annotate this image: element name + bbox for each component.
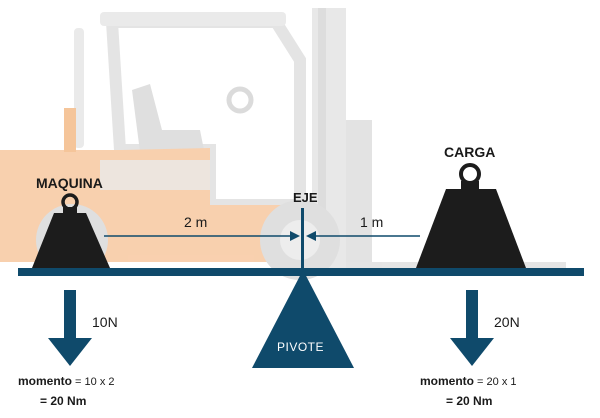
- moment-right-formula: momento = 20 x 1: [420, 374, 517, 388]
- force-right-label: 20N: [494, 314, 520, 330]
- machine-weight-neck: [63, 207, 77, 213]
- forklift-roof: [100, 12, 286, 26]
- force-left-label: 10N: [92, 314, 118, 330]
- forklift-front-hub: [280, 220, 320, 260]
- axis-line: [301, 208, 304, 270]
- moment-left-expression: = 10 x 2: [72, 376, 115, 388]
- lever-beam: [18, 268, 584, 276]
- distance-left-label: 2 m: [184, 214, 208, 230]
- force-arrow-left-head: [48, 338, 92, 366]
- moment-right-expression: = 20 x 1: [474, 376, 517, 388]
- load-weight: [416, 163, 526, 268]
- machine-weight: [32, 193, 110, 268]
- distance-right-label: 1 m: [360, 214, 384, 230]
- forklift-exhaust: [74, 28, 84, 148]
- machine-label: MAQUINA: [36, 175, 103, 191]
- moment-left-result: = 20 Nm: [40, 394, 87, 408]
- axis-label: EJE: [293, 190, 318, 205]
- load-weight-body: [416, 189, 526, 268]
- moment-left-formula: momento = 10 x 2: [18, 374, 115, 388]
- forklift-rear-pillar: [64, 108, 76, 152]
- distance-arrowhead-right: [306, 231, 316, 241]
- load-label: CARGA: [444, 144, 496, 160]
- moment-right-word: momento: [420, 374, 474, 388]
- force-arrow-right-head: [450, 338, 494, 366]
- force-arrow-left-shaft: [64, 290, 76, 338]
- forklift-engine-cover: [100, 160, 210, 190]
- forklift-seat: [132, 84, 204, 152]
- force-arrow-right: [450, 290, 494, 366]
- load-weight-neck: [461, 181, 479, 189]
- forklift-mast-rail: [318, 8, 326, 270]
- moment-right-result: = 20 Nm: [446, 394, 493, 408]
- pivot-label: PIVOTE: [277, 340, 325, 354]
- distance-arrowhead-left: [290, 231, 300, 241]
- forklift-steering-wheel: [226, 86, 254, 114]
- forklift-carriage: [346, 120, 372, 270]
- forklift-illustration: [0, 8, 566, 280]
- pivot-triangle: [252, 270, 354, 368]
- force-arrow-right-shaft: [466, 290, 478, 338]
- force-arrow-left: [48, 290, 92, 366]
- load-weight-ring-icon: [459, 163, 481, 185]
- moment-left-word: momento: [18, 374, 72, 388]
- machine-weight-body: [32, 213, 110, 268]
